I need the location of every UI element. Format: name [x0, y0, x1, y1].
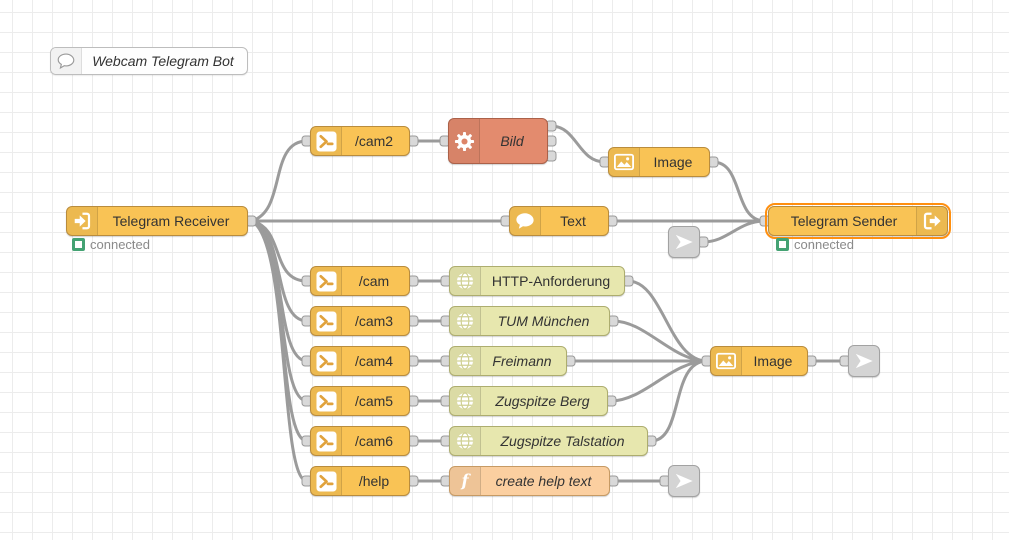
node-label: HTTP-Anforderung	[491, 273, 611, 289]
node-freimann[interactable]: Freimann	[449, 346, 567, 376]
node-label: Webcam Telegram Bot	[92, 53, 234, 69]
paper-plane-icon	[854, 351, 874, 371]
connected-status-icon	[72, 238, 85, 251]
node-label: Freimann	[492, 353, 552, 369]
node-label: /cam2	[354, 133, 394, 149]
node-command-cam3[interactable]: /cam3	[310, 306, 410, 336]
paper-plane-icon	[674, 471, 694, 491]
node-zugspitze-berg[interactable]: Zugspitze Berg	[449, 386, 608, 416]
node-telegram-plane-c[interactable]	[668, 465, 700, 497]
globe-icon	[450, 267, 481, 295]
node-command-cam2[interactable]: /cam2	[310, 126, 410, 156]
node-tum-muenchen[interactable]: TUM München	[449, 306, 610, 336]
node-status: connected	[776, 237, 854, 252]
status-text: connected	[794, 237, 854, 252]
node-label: create help text	[495, 473, 592, 489]
node-status: connected	[72, 237, 150, 252]
node-command-help[interactable]: /help	[310, 466, 410, 496]
node-label: Zugspitze Berg	[495, 393, 590, 409]
comment-bubble-icon	[51, 48, 82, 74]
node-image-top[interactable]: Image	[608, 147, 710, 177]
wire[interactable]	[549, 124, 607, 164]
wire[interactable]	[626, 279, 709, 363]
node-label: /cam	[358, 273, 390, 289]
node-label: /cam5	[354, 393, 394, 409]
speech-bubble-icon	[510, 207, 541, 235]
globe-icon	[450, 427, 481, 455]
node-label: /help	[358, 473, 390, 489]
wire[interactable]	[711, 160, 767, 223]
node-telegram-plane-a[interactable]	[668, 226, 700, 258]
node-command-cam5[interactable]: /cam5	[310, 386, 410, 416]
globe-icon	[450, 307, 481, 335]
node-text[interactable]: Text	[509, 206, 609, 236]
node-label: Text	[560, 213, 586, 229]
node-label: /cam3	[354, 313, 394, 329]
terminal-icon	[311, 467, 342, 495]
terminal-icon	[311, 347, 342, 375]
node-label: Image	[653, 154, 693, 170]
wire[interactable]	[249, 139, 309, 223]
node-http-request[interactable]: HTTP-Anforderung	[449, 266, 625, 296]
node-zugspitze-talstation[interactable]: Zugspitze Talstation	[449, 426, 648, 456]
function-icon	[450, 467, 481, 495]
image-icon	[711, 347, 742, 375]
image-icon	[609, 148, 640, 176]
wire[interactable]	[701, 219, 767, 244]
node-comment[interactable]: Webcam Telegram Bot	[50, 47, 248, 75]
terminal-icon	[311, 127, 342, 155]
node-create-help-text[interactable]: create help text	[449, 466, 610, 496]
node-label: /cam6	[354, 433, 394, 449]
status-text: connected	[90, 237, 150, 252]
node-label: /cam4	[354, 353, 394, 369]
node-command-cam[interactable]: /cam	[310, 266, 410, 296]
node-label: TUM München	[497, 313, 590, 329]
wire[interactable]	[249, 219, 309, 483]
terminal-icon	[311, 307, 342, 335]
node-label: Zugspitze Talstation	[500, 433, 625, 449]
globe-icon	[450, 387, 481, 415]
node-telegram-receiver[interactable]: Telegram Receiver	[66, 206, 248, 236]
node-telegram-plane-b[interactable]	[848, 345, 880, 377]
terminal-icon	[311, 427, 342, 455]
node-command-cam6[interactable]: /cam6	[310, 426, 410, 456]
terminal-icon	[311, 387, 342, 415]
globe-icon	[450, 347, 481, 375]
node-label: Telegram Receiver	[112, 213, 230, 229]
connected-status-icon	[776, 238, 789, 251]
node-label: Image	[753, 353, 793, 369]
gear-icon	[449, 119, 480, 163]
node-label: Telegram Sender	[790, 213, 898, 229]
sign-out-arrow-icon	[916, 207, 947, 235]
sign-in-arrow-icon	[67, 207, 98, 235]
node-bild[interactable]: Bild	[448, 118, 548, 164]
node-command-cam4[interactable]: /cam4	[310, 346, 410, 376]
terminal-icon	[311, 267, 342, 295]
paper-plane-icon	[674, 232, 694, 252]
node-label: Bild	[500, 133, 524, 149]
node-image-bottom[interactable]: Image	[710, 346, 808, 376]
node-telegram-sender[interactable]: Telegram Sender	[765, 203, 951, 239]
wire[interactable]	[649, 359, 709, 443]
